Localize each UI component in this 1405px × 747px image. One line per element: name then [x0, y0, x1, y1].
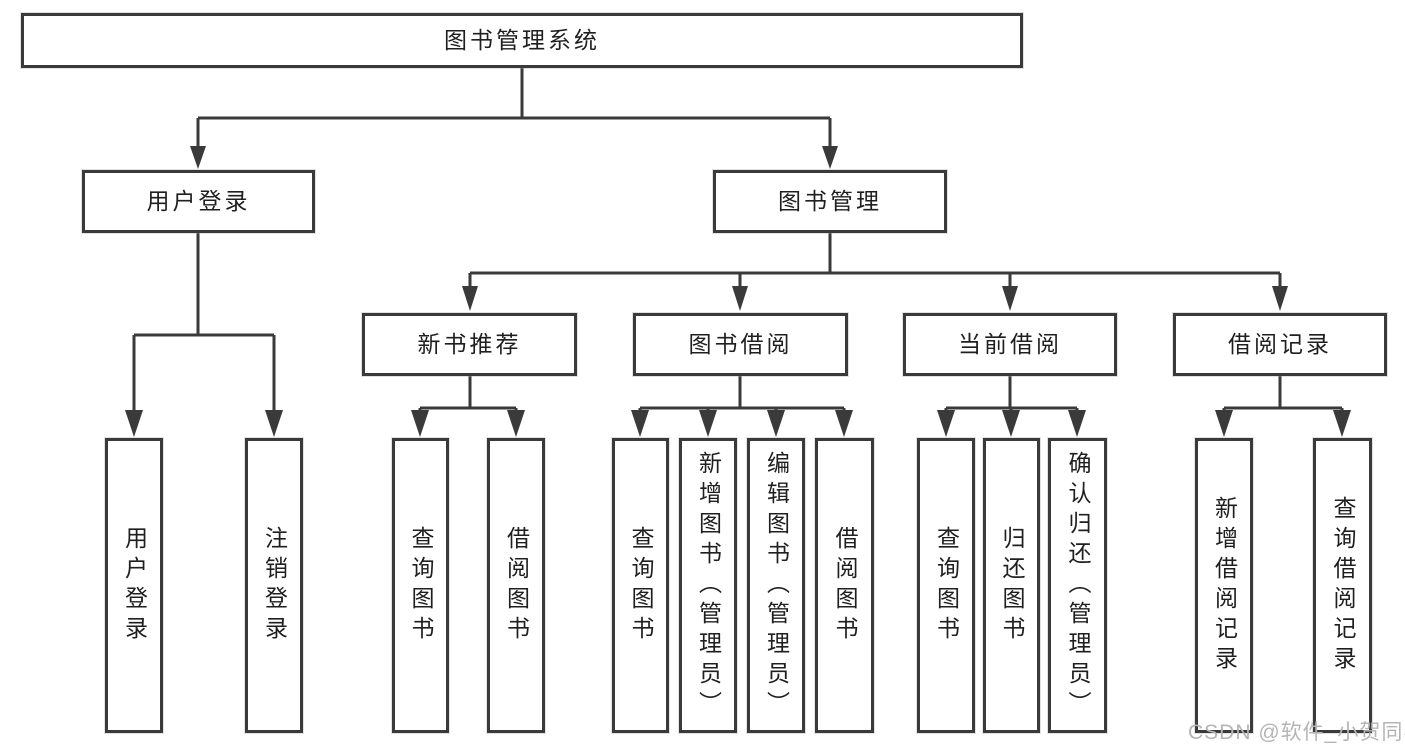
node-label: 图书管理 — [778, 188, 882, 214]
leaf-label: 编辑图书（管理员） — [763, 450, 790, 721]
arrowhead-leaf — [411, 410, 429, 437]
arrowhead-leaf — [507, 410, 525, 437]
connector-current-borrow-branch — [944, 376, 1079, 413]
leaf-label: 归还图书 — [999, 525, 1025, 646]
node-label: 用户登录 — [146, 188, 251, 214]
leaf-label: 查询图书 — [933, 525, 960, 646]
node-label: 新书推荐 — [417, 331, 522, 357]
connector-new-books-branch — [418, 376, 518, 413]
arrowhead-leaf — [767, 410, 785, 437]
node-current-borrowing: 当前借阅 — [903, 313, 1117, 376]
node-label: 图书借阅 — [688, 331, 793, 357]
connector-borrow-records-branch — [1222, 376, 1344, 413]
arrowhead-level2 — [190, 146, 206, 169]
leaf-borrow-borrow-books: 借阅图书 — [815, 438, 874, 733]
csdn-watermark: CSDN @软件_小贺同学 — [1188, 721, 1405, 744]
leaf-label: 新增图书（管理员） — [695, 450, 722, 721]
arrowhead-leaf — [631, 410, 649, 437]
leaf-label: 确认归还（管理员） — [1065, 450, 1091, 721]
leaf-label: 用户登录 — [121, 525, 148, 646]
connector-book-borrow-branch — [638, 376, 846, 413]
arrowhead-level3 — [1002, 286, 1018, 311]
connector-book-mgmt-to-level3 — [468, 233, 1282, 288]
leaf-borrow-add-books-admin: 新增图书（管理员） — [679, 438, 737, 733]
leaf-logout: 注销登录 — [245, 438, 303, 733]
node-borrowing-records: 借阅记录 — [1173, 313, 1387, 376]
node-book-borrowing: 图书借阅 — [633, 313, 848, 376]
connector-root-to-level2 — [196, 68, 832, 150]
node-root-system: 图书管理系统 — [21, 13, 1023, 68]
leaf-newbooks-query-books: 查询图书 — [392, 438, 449, 733]
leaf-records-query-record: 查询借阅记录 — [1313, 438, 1372, 733]
node-user-login: 用户登录 — [82, 170, 315, 233]
leaf-newbooks-borrow-books: 借阅图书 — [487, 438, 545, 733]
node-label: 当前借阅 — [958, 331, 1062, 357]
arrowhead-leaf — [1333, 410, 1351, 437]
leaf-borrow-query-books: 查询图书 — [612, 438, 669, 733]
arrowhead-leaf — [1002, 410, 1020, 437]
leaf-label: 新增借阅记录 — [1211, 495, 1238, 676]
node-new-book-recommend: 新书推荐 — [362, 313, 577, 376]
leaf-current-return-books: 归还图书 — [983, 438, 1040, 733]
arrowhead-level3 — [732, 286, 748, 311]
arrowhead-leaf — [835, 410, 853, 437]
leaf-label: 查询图书 — [628, 525, 654, 646]
arrowhead-leaf — [1068, 410, 1086, 437]
arrowhead-leaf — [1215, 410, 1233, 437]
arrowhead-leaf — [699, 410, 717, 437]
arrowhead-level2 — [822, 146, 838, 169]
arrowhead-leaf — [125, 410, 143, 437]
leaf-user-login: 用户登录 — [105, 438, 163, 733]
leaf-current-query-books: 查询图书 — [917, 438, 975, 733]
leaf-label: 查询借阅记录 — [1330, 495, 1356, 676]
node-book-management: 图书管理 — [713, 170, 947, 233]
node-label: 图书管理系统 — [444, 27, 600, 53]
leaf-label: 借阅图书 — [503, 525, 530, 646]
arrowhead-level3 — [1272, 286, 1288, 311]
leaf-label: 查询图书 — [408, 525, 434, 646]
leaf-label: 借阅图书 — [832, 525, 858, 646]
leaf-label: 注销登录 — [261, 525, 288, 646]
arrowhead-level3 — [462, 286, 478, 311]
connector-user-login-branch — [132, 233, 276, 413]
leaf-current-confirm-return-admin: 确认归还（管理员） — [1048, 438, 1107, 733]
node-label: 借阅记录 — [1228, 331, 1332, 357]
leaf-records-add-record: 新增借阅记录 — [1195, 438, 1253, 733]
arrowhead-leaf — [265, 410, 283, 437]
leaf-borrow-edit-books-admin: 编辑图书（管理员） — [747, 438, 805, 733]
arrowhead-leaf — [937, 410, 955, 437]
